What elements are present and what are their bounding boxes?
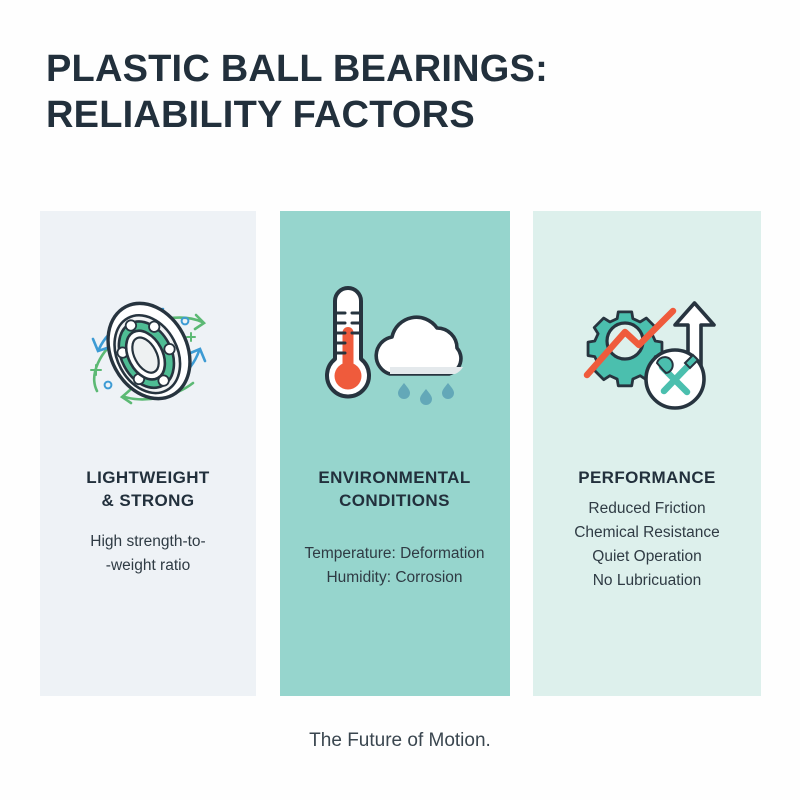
panel-environmental-conditions: ENVIRONMENTAL CONDITIONS Temperature: De… xyxy=(279,211,510,696)
panel-1-heading: LIGHTWEIGHT & STRONG xyxy=(86,468,210,510)
panel-1-body: High strength-to- -weight ratio xyxy=(90,533,206,574)
thermometer-glyph xyxy=(324,286,371,399)
panel-row: LIGHTWEIGHT & STRONG High strength-to- -… xyxy=(40,211,761,696)
panel-1-text: LIGHTWEIGHT & STRONG High strength-to- -… xyxy=(40,466,256,578)
footer-tagline: The Future of Motion. xyxy=(309,730,491,751)
thermometer-cloud-rain-icon xyxy=(280,279,510,419)
panel-2-text: ENVIRONMENTAL CONDITIONS Temperature: De… xyxy=(280,466,510,590)
trend-line-glyph xyxy=(583,307,677,379)
tools-badge-glyph xyxy=(644,348,706,410)
panel-2-body: Temperature: Deformation Humidity: Corro… xyxy=(304,545,485,586)
panel-3-heading: PERFORMANCE xyxy=(578,468,716,487)
gear-trend-tools-icon xyxy=(533,279,761,419)
title-line-2: RELIABILITY FACTORS xyxy=(46,94,475,136)
page-title: PLASTIC BALL BEARINGS: RELIABILITY FACTO… xyxy=(46,46,746,138)
panel-lightweight-strong: LIGHTWEIGHT & STRONG High strength-to- -… xyxy=(40,211,256,696)
panel-2-heading: ENVIRONMENTAL CONDITIONS xyxy=(318,468,471,510)
panel-performance: PERFORMANCE Reduced Friction Chemical Re… xyxy=(533,211,761,696)
raindrops-glyph xyxy=(397,383,454,405)
title-line-1: PLASTIC BALL BEARINGS: xyxy=(46,48,548,90)
ball-bearing-icon xyxy=(40,279,256,419)
panel-3-text: PERFORMANCE Reduced Friction Chemical Re… xyxy=(533,466,761,593)
cloud-glyph xyxy=(373,315,463,376)
panel-3-body: Reduced Friction Chemical Resistance Qui… xyxy=(574,500,720,589)
